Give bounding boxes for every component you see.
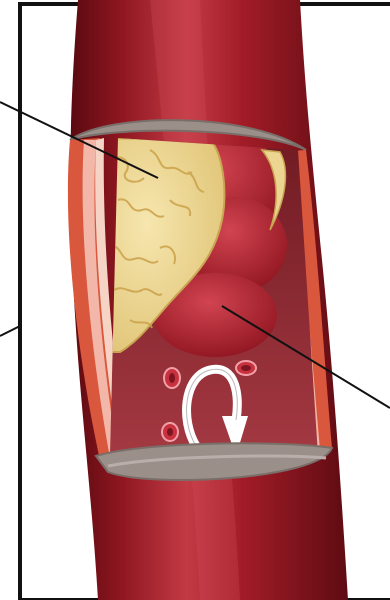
red-blood-cell	[162, 423, 178, 441]
leader-line-wall	[0, 326, 20, 336]
red-blood-cell	[236, 361, 256, 375]
red-blood-cell	[164, 368, 180, 388]
